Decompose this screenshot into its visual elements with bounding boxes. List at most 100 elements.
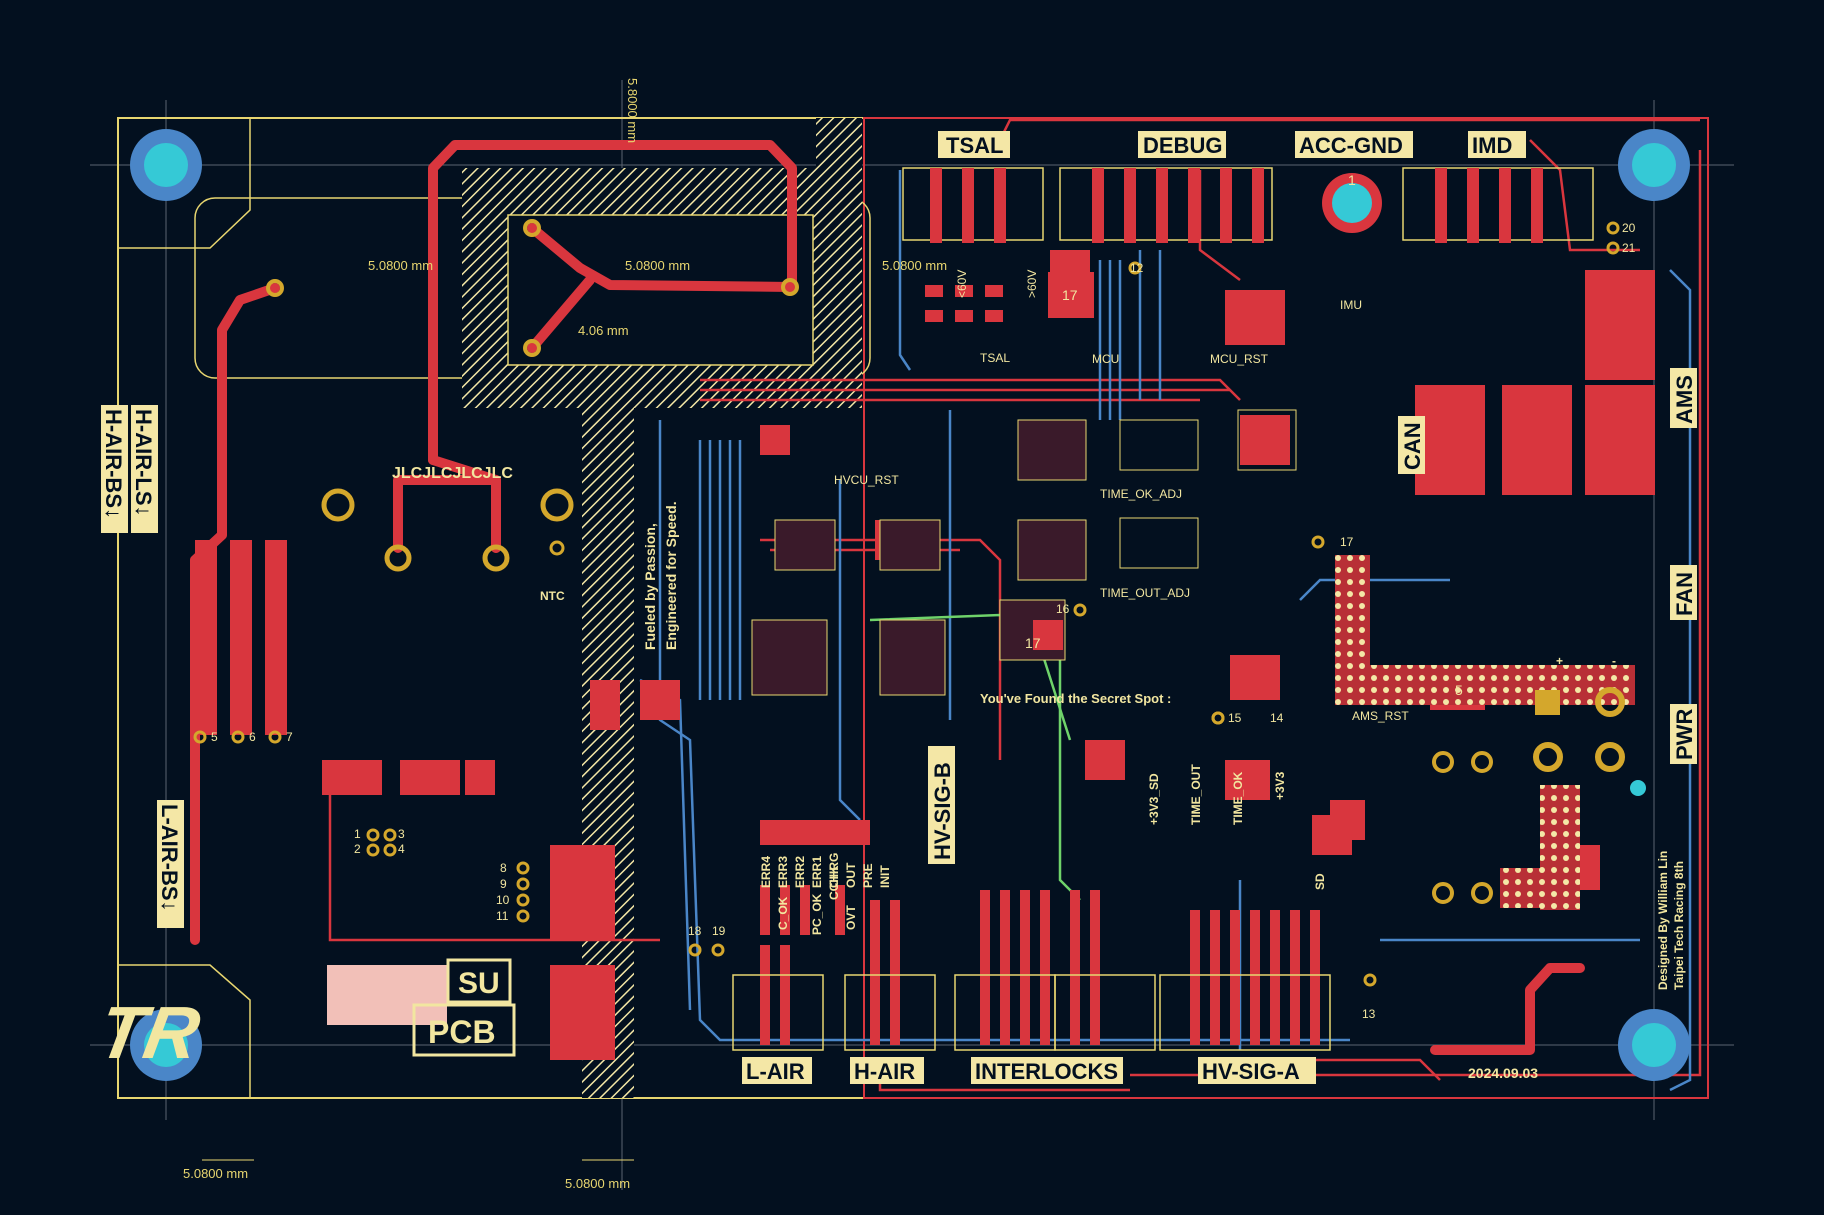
svg-text:1: 1 xyxy=(1348,172,1356,188)
svg-text:3: 3 xyxy=(398,827,405,841)
tr-logo: TR xyxy=(93,991,206,1074)
mcu-rst-label: MCU_RST xyxy=(1210,352,1269,366)
svg-text:9: 9 xyxy=(500,877,507,891)
ic-markings: 17 17 5 1 xyxy=(1025,172,1463,698)
bottom-connector-pins xyxy=(590,680,1320,1045)
date-stamp: 2024.09.03 xyxy=(1468,1065,1538,1081)
svg-text:H-AIR: H-AIR xyxy=(854,1059,915,1084)
svg-text:15: 15 xyxy=(1228,711,1242,725)
lt60-label: <60V xyxy=(955,270,969,298)
svg-text:OVT: OVT xyxy=(844,905,858,930)
svg-text:IMD: IMD xyxy=(1472,133,1512,158)
h-air-tag: H-AIR xyxy=(850,1057,924,1084)
svg-text:21: 21 xyxy=(1622,241,1636,255)
ic-chips xyxy=(751,250,1485,855)
svg-text:13: 13 xyxy=(1362,1007,1376,1021)
svg-text:HV-SIG-B: HV-SIG-B xyxy=(930,762,955,860)
ntc-label: NTC xyxy=(540,589,565,603)
svg-text:5: 5 xyxy=(1455,682,1463,698)
svg-text:17: 17 xyxy=(1062,287,1078,303)
mounting-holes xyxy=(130,129,1690,1081)
svg-text:PWR: PWR xyxy=(1672,709,1697,760)
svg-text:PRE: PRE xyxy=(861,863,875,888)
tsal-tag: TSAL xyxy=(938,131,1010,158)
sd-label: SD xyxy=(1313,873,1327,890)
via-grids xyxy=(1335,555,1635,910)
svg-text:ERR4: ERR4 xyxy=(759,856,773,888)
pcb-mark: PCB xyxy=(428,1014,496,1050)
svg-text:16: 16 xyxy=(1056,602,1070,616)
h-air-bs-tag: H-AIR-BS↓ xyxy=(101,405,128,533)
gt60-label: >60V xyxy=(1025,270,1039,298)
l-air-bs-tag: L-AIR-BS↓ xyxy=(157,800,184,928)
time-out-adj-label: TIME_OUT_ADJ xyxy=(1100,586,1190,600)
secret-text: You've Found the Secret Spot : xyxy=(980,691,1171,706)
svg-text:7: 7 xyxy=(286,730,293,744)
designed-by-1: Designed By William Lin xyxy=(1656,851,1670,990)
tht-pads xyxy=(266,219,1646,904)
hv-sig-b-tag: HV-SIG-B xyxy=(928,746,955,864)
top-connector-pins xyxy=(930,168,1543,243)
svg-text:TSAL: TSAL xyxy=(946,133,1003,158)
time-ok-adj-label: TIME_OK_ADJ xyxy=(1100,487,1182,501)
svg-text:FAN: FAN xyxy=(1672,572,1697,616)
ams-tag: AMS xyxy=(1670,368,1697,428)
dimension-annotations: 5.0800 mm 5.0800 mm 5.0800 mm 5.8000 mm … xyxy=(183,78,947,1191)
hvcu-rst-label: HVCU_RST xyxy=(834,473,899,487)
svg-text:ACC-GND: ACC-GND xyxy=(1299,133,1403,158)
svg-text:L-AIR: L-AIR xyxy=(746,1059,805,1084)
fan-tag: FAN xyxy=(1670,565,1697,620)
hv-sig-a-tag: HV-SIG-A xyxy=(1198,1057,1316,1084)
svg-text:17: 17 xyxy=(1025,635,1041,651)
imd-tag: IMD xyxy=(1468,131,1526,158)
tsal-sublabel: TSAL xyxy=(980,351,1010,365)
svg-text:H-AIR-BS↓: H-AIR-BS↓ xyxy=(101,409,126,519)
svg-text:DEBUG: DEBUG xyxy=(1143,133,1222,158)
mcu-label: MCU xyxy=(1092,352,1119,366)
time-out-label: TIME_OUT xyxy=(1189,764,1203,825)
interlocks-tag: INTERLOCKS xyxy=(971,1057,1123,1084)
svg-text:4: 4 xyxy=(398,842,405,856)
svg-text:C_OK: C_OK xyxy=(776,896,790,930)
svg-text:INIT: INIT xyxy=(878,865,892,888)
svg-text:1: 1 xyxy=(354,827,361,841)
svg-text:8: 8 xyxy=(500,861,507,875)
svg-text:20: 20 xyxy=(1622,221,1636,235)
test-points xyxy=(193,221,1620,987)
pwr-minus: - xyxy=(1612,654,1616,668)
svg-text:HV-SIG-A: HV-SIG-A xyxy=(1202,1059,1300,1084)
thermal-pad xyxy=(327,965,447,1025)
pwr-plus: + xyxy=(1556,654,1563,668)
su-mark: SU xyxy=(458,967,500,1000)
bottom-connector-outlines xyxy=(732,974,1331,1051)
acc-gnd-tag: ACC-GND xyxy=(1295,131,1413,158)
svg-text:14: 14 xyxy=(1270,711,1284,725)
svg-text:5.0800 mm: 5.0800 mm xyxy=(183,1166,248,1181)
svg-text:CHRG: CHRG xyxy=(827,853,841,888)
smd-pads xyxy=(322,270,1655,890)
hv-traces xyxy=(190,140,1585,1055)
h-air-ls-tag: H-AIR-LS↓ xyxy=(131,405,158,533)
l-air-tag: L-AIR xyxy=(742,1057,812,1084)
time-ok-label: TIME_OK xyxy=(1231,771,1245,825)
svg-text:PC_OK: PC_OK xyxy=(810,893,824,935)
svg-text:ERR3: ERR3 xyxy=(776,856,790,888)
svg-text:12: 12 xyxy=(1130,261,1144,275)
jlc-mark: JLCJLCJLCJLC xyxy=(392,465,513,482)
svg-text:H-AIR-LS↓: H-AIR-LS↓ xyxy=(131,409,156,517)
svg-text:ERR2: ERR2 xyxy=(793,856,807,888)
ams-rst-label: AMS_RST xyxy=(1352,709,1409,723)
left-resistor-column xyxy=(195,540,287,735)
designed-by-2: Taipei Tech Racing 8th xyxy=(1672,861,1686,990)
v3v3-label: +3V3 xyxy=(1273,771,1287,800)
svg-text:11: 11 xyxy=(496,909,509,923)
svg-text:4.06 mm: 4.06 mm xyxy=(578,323,629,338)
top-connectors xyxy=(902,167,1594,241)
svg-text:L-AIR-BS↓: L-AIR-BS↓ xyxy=(157,804,182,912)
svg-text:ERR1: ERR1 xyxy=(810,856,824,888)
svg-text:2: 2 xyxy=(354,842,361,856)
slogan-line-1: Fueled by Passion, xyxy=(642,523,658,650)
svg-text:OUT: OUT xyxy=(844,862,858,888)
svg-text:17: 17 xyxy=(1340,535,1354,549)
pwr-tag: PWR xyxy=(1670,704,1697,764)
